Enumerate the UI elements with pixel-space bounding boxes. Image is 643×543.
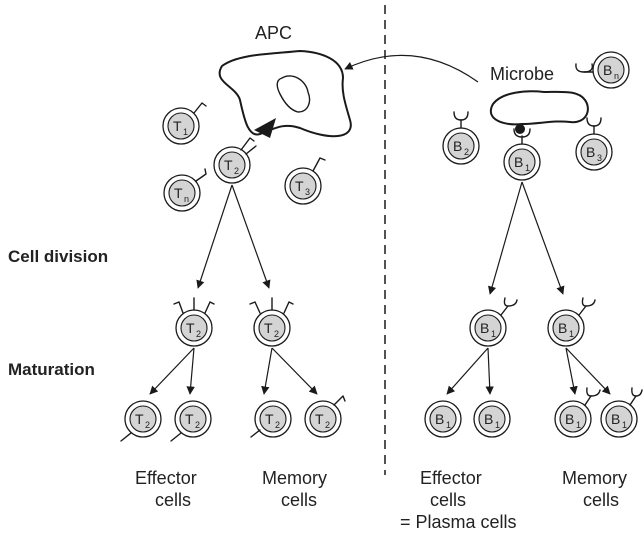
- svg-text:2: 2: [275, 420, 280, 430]
- t-cell-tn: T n: [163, 168, 207, 212]
- t-effector-cell-1: T 2: [120, 400, 162, 442]
- b-effector-label-line2: cells: [430, 490, 466, 510]
- antigen-uptake-arrow: [344, 54, 479, 83]
- b-memory-label-line2: cells: [583, 490, 619, 510]
- microbe-label: Microbe: [490, 64, 554, 84]
- apc-shape: [218, 50, 352, 138]
- t-memory-cell-1: T 2: [250, 400, 292, 438]
- svg-text:2: 2: [274, 329, 279, 339]
- svg-text:3: 3: [597, 153, 602, 163]
- svg-text:2: 2: [145, 420, 150, 430]
- svg-text:1: 1: [446, 420, 451, 430]
- svg-text:B: B: [514, 154, 523, 170]
- t-maturation-arrow-3: [261, 347, 273, 395]
- svg-text:3: 3: [305, 187, 310, 197]
- svg-text:B: B: [435, 411, 444, 427]
- svg-text:2: 2: [234, 166, 239, 176]
- b-cell-divided-right: B 1: [547, 297, 596, 347]
- t-memory-label-line2: cells: [281, 490, 317, 510]
- cell-division-label: Cell division: [8, 247, 108, 266]
- t-effector-cell-2: T 2: [170, 400, 212, 442]
- maturation-label: Maturation: [8, 360, 95, 379]
- apc-nucleus: [276, 75, 311, 113]
- t-memory-label-line1: Memory: [262, 468, 327, 488]
- svg-text:2: 2: [325, 420, 330, 430]
- svg-text:1: 1: [622, 420, 627, 430]
- t-cell-t3: T 3: [284, 157, 326, 205]
- t-maturation-arrow-4: [271, 347, 318, 395]
- b-cell-b1: B 1: [503, 128, 541, 181]
- svg-text:B: B: [558, 320, 567, 336]
- b-maturation-arrow-1: [446, 347, 489, 395]
- antigen-presentation-marker: [254, 118, 276, 138]
- b-effector-cell-1: B 1: [424, 400, 462, 438]
- b-maturation-arrow-4: [565, 347, 611, 395]
- t-division-arrow-right: [231, 184, 271, 289]
- svg-text:1: 1: [576, 420, 581, 430]
- b-cell-b2: B 2: [442, 111, 480, 165]
- svg-text:T: T: [295, 178, 304, 194]
- svg-text:2: 2: [464, 147, 469, 157]
- t-effector-label-line2: cells: [155, 490, 191, 510]
- svg-text:T: T: [185, 411, 194, 427]
- svg-text:B: B: [603, 62, 612, 78]
- svg-text:T: T: [224, 157, 233, 173]
- b-effector-cell-2: B 1: [473, 400, 511, 438]
- svg-text:n: n: [184, 194, 189, 204]
- svg-text:T: T: [264, 320, 273, 336]
- b-memory-cell-1: B 1: [554, 387, 601, 438]
- b-cell-bn: B n: [575, 51, 630, 89]
- svg-text:T: T: [186, 320, 195, 336]
- t-effector-label-line1: Effector: [135, 468, 197, 488]
- svg-text:2: 2: [195, 420, 200, 430]
- svg-text:T: T: [265, 411, 274, 427]
- svg-text:T: T: [315, 411, 324, 427]
- bound-antigen: [515, 124, 525, 134]
- t-cell-t2: T 2: [213, 137, 257, 184]
- t-cell-divided-right: T 2: [249, 297, 294, 347]
- svg-text:n: n: [614, 71, 619, 81]
- svg-text:T: T: [174, 185, 183, 201]
- svg-text:T: T: [135, 411, 144, 427]
- svg-text:2: 2: [196, 329, 201, 339]
- svg-text:B: B: [586, 144, 595, 160]
- b-maturation-arrow-3: [565, 347, 578, 395]
- svg-text:B: B: [453, 138, 462, 154]
- b-effector-label-line3: = Plasma cells: [400, 512, 517, 532]
- svg-text:1: 1: [495, 420, 500, 430]
- svg-text:1: 1: [491, 329, 496, 339]
- svg-text:T: T: [173, 118, 182, 134]
- svg-text:1: 1: [183, 127, 188, 137]
- svg-text:1: 1: [525, 163, 530, 173]
- b-maturation-arrow-2: [485, 347, 494, 395]
- microbe-shape: [489, 90, 589, 126]
- t-memory-cell-2: T 2: [304, 395, 346, 438]
- t-cell-divided-left: T 2: [173, 297, 215, 347]
- b-memory-cell-2: B 1: [600, 387, 643, 438]
- t-maturation-arrow-2: [186, 347, 195, 395]
- svg-text:B: B: [480, 320, 489, 336]
- b-cell-divided-left: B 1: [469, 297, 518, 347]
- t-division-arrow-left: [196, 184, 233, 289]
- svg-text:B: B: [565, 411, 574, 427]
- b-effector-label-line1: Effector: [420, 468, 482, 488]
- b-cell-b3: B 3: [575, 117, 613, 171]
- b-division-arrow-right: [521, 181, 565, 295]
- t-cell-t1: T 1: [162, 102, 207, 145]
- apc-label: APC: [255, 23, 292, 43]
- svg-text:B: B: [484, 411, 493, 427]
- svg-text:1: 1: [569, 329, 574, 339]
- b-memory-label-line1: Memory: [562, 468, 627, 488]
- t-maturation-arrow-1: [149, 347, 195, 395]
- svg-text:B: B: [611, 411, 620, 427]
- b-division-arrow-left: [488, 181, 523, 295]
